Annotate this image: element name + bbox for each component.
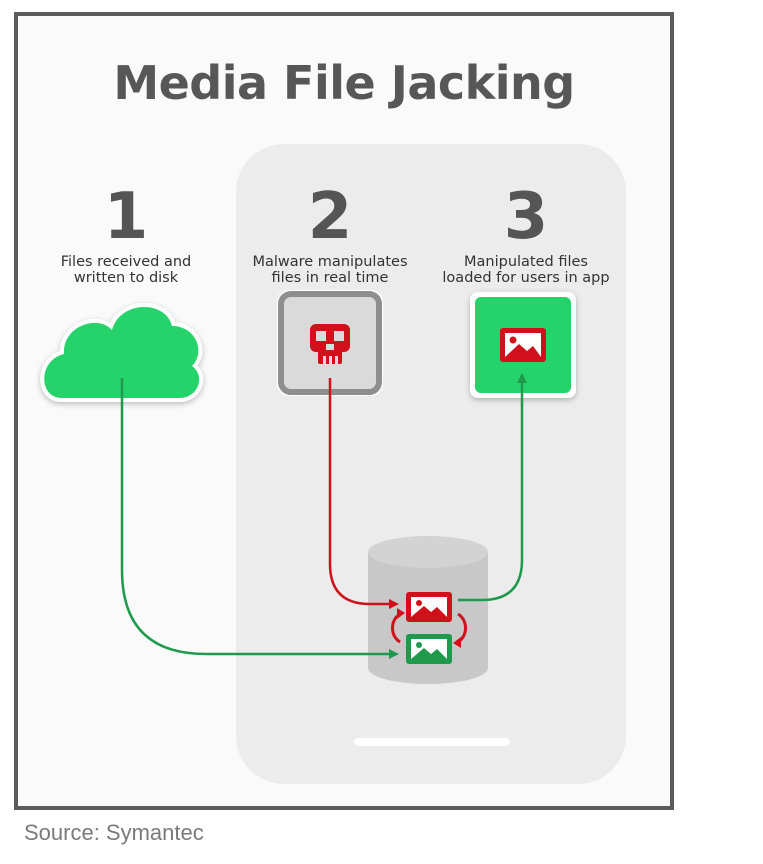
step-1: 1 Files received and written to disk: [46, 184, 206, 286]
phone-home-bar: [354, 738, 510, 746]
step-3-number: 3: [503, 180, 549, 254]
diagram-frame: Media File Jacking 1 Files received and …: [14, 12, 674, 810]
step-1-description: Files received and written to disk: [60, 254, 192, 286]
skull-icon: [310, 324, 350, 364]
step-2: 2 Malware manipulates files in real time: [240, 184, 420, 286]
step-1-number: 1: [103, 180, 149, 254]
manipulated-file-icon: [406, 592, 452, 622]
image-icon: [500, 328, 546, 362]
step-2-number: 2: [307, 180, 353, 254]
arrow-database-to-app: [458, 373, 527, 602]
arrow-malware-to-database: [328, 378, 399, 609]
step-2-description: Malware manipulates files in real time: [252, 254, 408, 286]
step-3-description: Manipulated files loaded for users in ap…: [442, 254, 610, 286]
arrow-cloud-to-database: [120, 378, 399, 659]
swap-arrowhead-left: [397, 608, 405, 619]
source-caption: Source: Symantec: [24, 820, 204, 845]
swap-arrowhead-right: [453, 637, 461, 648]
original-file-icon: [406, 634, 452, 664]
step-3: 3 Manipulated files loaded for users in …: [426, 184, 626, 286]
cloud-icon: [40, 303, 204, 402]
diagram-title: Media File Jacking: [113, 56, 575, 110]
